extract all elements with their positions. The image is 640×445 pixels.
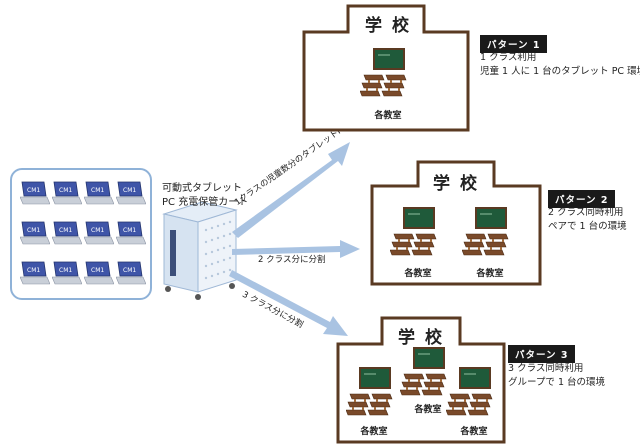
pattern-2-desc-1: 2 クラス同時利用 (548, 207, 624, 218)
charging-cart (162, 201, 238, 300)
laptop-label: CM1 (59, 267, 72, 274)
laptop-icon: CM1 (84, 181, 114, 205)
room-label: 各教室 (360, 427, 388, 437)
classroom-3c (445, 366, 502, 420)
laptop-label: CM1 (27, 227, 40, 234)
cart-title-line2: PC 充電保管カート (162, 197, 249, 208)
arrow-to-school-2 (232, 240, 360, 258)
laptop-icon: CM1 (52, 261, 82, 285)
room-label: 各教室 (374, 111, 402, 121)
laptop-label: CM1 (91, 227, 104, 234)
arrow-to-school-3 (229, 270, 348, 336)
arrow2-label: 2 クラス分に分割 (258, 255, 326, 265)
cart-title-line1: 可動式タブレット (162, 183, 242, 194)
laptop-icon: CM1 (20, 221, 50, 245)
laptop-icon: CM1 (20, 261, 50, 285)
pattern-1-desc-2: 児童 1 人に 1 台のタブレット PC 環境 (480, 66, 640, 77)
laptop-icon: CM1 (116, 181, 146, 205)
laptop-label: CM1 (123, 227, 136, 234)
classroom-1 (359, 47, 416, 101)
room-label: 各教室 (414, 405, 442, 415)
pattern-1-desc-1: 1 クラス利用 (480, 52, 537, 63)
laptop-label: CM1 (59, 187, 72, 194)
pattern-3-desc-2: グループで 1 台の環境 (508, 377, 606, 388)
school-2-title: 学 校 (433, 174, 479, 194)
laptop-label: CM1 (123, 267, 136, 274)
school-1-title: 学 校 (365, 16, 411, 36)
arrow-to-school-1 (232, 142, 350, 238)
room-label: 各教室 (404, 269, 432, 279)
laptop-icon: CM1 (84, 261, 114, 285)
room-label: 各教室 (460, 427, 488, 437)
laptop-label: CM1 (123, 187, 136, 194)
laptop-icon: CM1 (52, 221, 82, 245)
laptop-label: CM1 (27, 267, 40, 274)
laptop-icon: CM1 (52, 181, 82, 205)
laptop-icon: CM1 (84, 221, 114, 245)
classroom-3a (399, 346, 456, 400)
pattern-2-desc-2: ペアで 1 台の環境 (548, 221, 627, 232)
laptop-label: CM1 (59, 227, 72, 234)
laptop-icon: CM1 (116, 261, 146, 285)
classroom-2b (461, 206, 518, 260)
laptop-label: CM1 (91, 267, 104, 274)
laptop-icon: CM1 (20, 181, 50, 205)
pattern-3-desc-1: 3 クラス同時利用 (508, 363, 584, 374)
classroom-3b (345, 366, 402, 420)
laptop-label: CM1 (91, 187, 104, 194)
classroom-2a (389, 206, 446, 260)
pattern-1-badge: パターン 1 (480, 35, 548, 53)
pattern-3-badge: パターン 3 (508, 345, 576, 363)
laptop-label: CM1 (27, 187, 40, 194)
laptop-icon: CM1 (116, 221, 146, 245)
room-label: 各教室 (476, 269, 504, 279)
pattern-2-badge: パターン 2 (548, 190, 616, 208)
school-3-title: 学 校 (398, 328, 444, 348)
